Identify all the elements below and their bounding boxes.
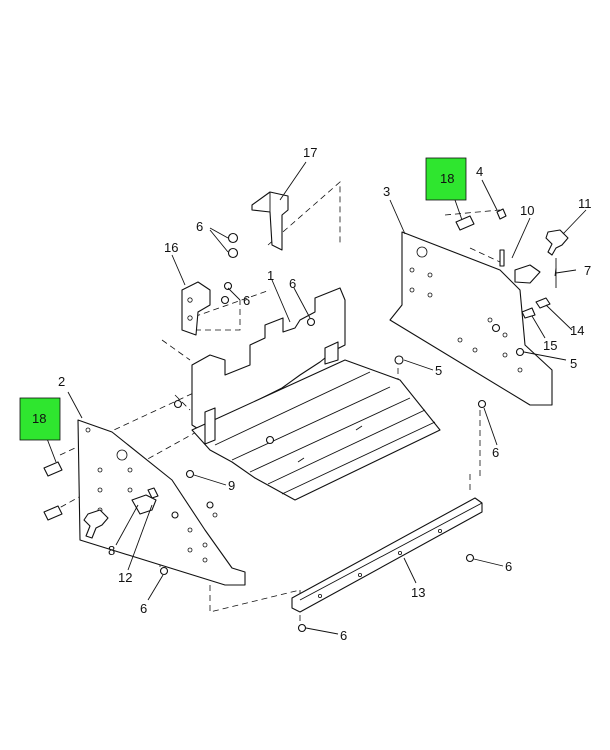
callout-17: 17 — [303, 145, 317, 160]
callout-6: 6 — [289, 276, 296, 291]
highlight-box-18-right — [425, 157, 467, 201]
callout-6: 6 — [140, 601, 147, 616]
callout-7-bracket — [555, 258, 577, 288]
part-1-step-plate — [191, 287, 441, 501]
callout-6: 6 — [505, 559, 512, 574]
callout-14: 14 — [570, 323, 584, 338]
callout-16: 16 — [164, 240, 178, 255]
callout-labels: 17 6 16 6 1 6 3 18 4 10 11 7 14 15 5 5 6… — [32, 145, 592, 643]
callout-5: 5 — [570, 356, 577, 371]
callout-3: 3 — [383, 184, 390, 199]
callout-13: 13 — [411, 585, 425, 600]
highlight-box-18-left — [19, 397, 61, 441]
callout-7: 7 — [584, 263, 591, 278]
callout-10: 10 — [520, 203, 534, 218]
callout-6: 6 — [243, 293, 250, 308]
callout-6: 6 — [196, 219, 203, 234]
callout-15: 15 — [543, 338, 557, 353]
callout-2: 2 — [58, 374, 65, 389]
part-17-bracket — [251, 191, 289, 251]
part-16-bracket — [181, 281, 211, 336]
callout-12: 12 — [118, 570, 132, 585]
part-13-lower-rail — [291, 497, 483, 613]
leader-lines — [45, 161, 587, 635]
callout-9: 9 — [228, 478, 235, 493]
hardware — [43, 208, 569, 633]
callout-6: 6 — [492, 445, 499, 460]
callout-8: 8 — [108, 543, 115, 558]
callout-18: 18 — [32, 411, 46, 426]
callout-4: 4 — [476, 164, 483, 179]
part-3-right-side-plate — [389, 231, 553, 406]
callout-18: 18 — [440, 171, 454, 186]
callout-5: 5 — [435, 363, 442, 378]
callout-1: 1 — [267, 268, 274, 283]
callout-6: 6 — [340, 628, 347, 643]
callout-11: 11 — [578, 196, 592, 211]
